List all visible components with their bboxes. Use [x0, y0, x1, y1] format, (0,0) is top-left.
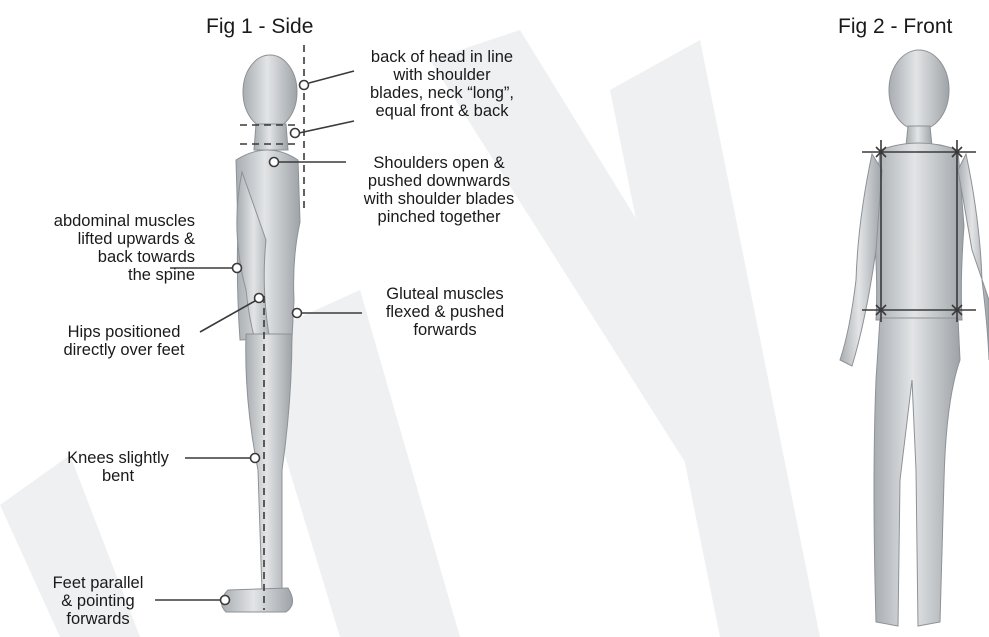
front-figure [840, 50, 989, 626]
label-head: back of head in line with shoulder blade… [342, 48, 542, 120]
marker-head [300, 81, 309, 90]
marker-shoulders [270, 158, 279, 167]
side-figure [221, 55, 300, 612]
label-shoulders: Shoulders open & pushed downwards with s… [344, 154, 534, 226]
label-hips: Hips positioned directly over feet [44, 323, 204, 359]
marker-gluteal [293, 309, 302, 318]
label-abdominal: abdominal muscles lifted upwards & back … [5, 212, 195, 284]
fig2-title: Fig 2 - Front [838, 15, 952, 39]
label-gluteal: Gluteal muscles flexed & pushed forwards [364, 285, 526, 339]
marker-hips [255, 294, 264, 303]
marker-feet [221, 596, 230, 605]
fig1-title: Fig 1 - Side [206, 15, 313, 39]
label-feet: Feet parallel & pointing forwards [42, 574, 154, 628]
marker-abdominal [233, 264, 242, 273]
label-knees: Knees slightly bent [48, 449, 188, 485]
marker-knees [251, 454, 260, 463]
marker-neck [291, 129, 300, 138]
